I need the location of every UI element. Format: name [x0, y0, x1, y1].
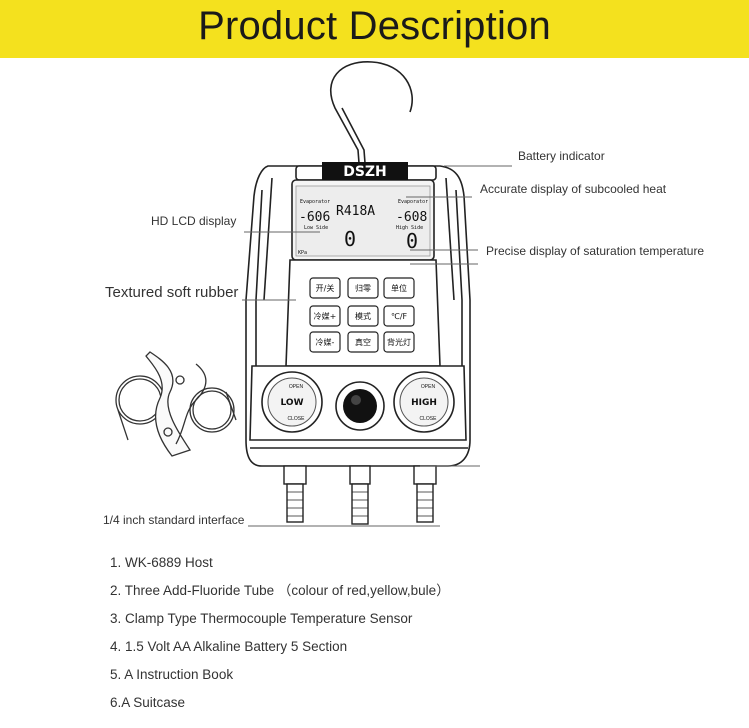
keypad-button-label: 冷媒+ [314, 311, 337, 321]
callout-lines [242, 165, 512, 527]
keypad-button[interactable]: 单位 [383, 277, 415, 299]
low-knob[interactable]: LOW OPEN CLOSE [261, 371, 323, 433]
title-banner: Product Description [0, 0, 749, 58]
keypad-button[interactable]: 开/关 [309, 277, 341, 299]
callout-rubber: Textured soft rubber [105, 284, 239, 301]
callout-subcooled: Accurate display of subcooled heat [480, 182, 667, 196]
brand-logo: DSZH [343, 164, 387, 180]
lcd-right-center: 0 [406, 229, 418, 253]
keypad-button[interactable]: 归零 [347, 277, 379, 299]
keypad-button-label: 模式 [355, 311, 371, 321]
callout-hd-lcd: HD LCD display [151, 214, 237, 228]
keypad-button-label: 背光灯 [387, 337, 411, 347]
svg-text:OPEN: OPEN [289, 384, 304, 390]
keypad-button[interactable]: 背光灯 [383, 331, 415, 353]
svg-text:CLOSE: CLOSE [288, 416, 306, 422]
package-contents-list: 1. WK-6889 Host 2. Three Add-Fluoride Tu… [110, 553, 450, 721]
svg-text:Evaporator: Evaporator [398, 199, 428, 205]
svg-text:HIGH: HIGH [411, 398, 437, 408]
list-item: 2. Three Add-Fluoride Tube （colour of re… [110, 583, 450, 598]
brand-plate [322, 162, 408, 180]
keypad-button[interactable]: ℃/F [383, 305, 415, 327]
keypad-button[interactable]: 冷媒+ [309, 305, 341, 327]
list-item: 3. Clamp Type Thermocouple Temperature S… [110, 611, 413, 626]
callout-battery-indicator: Battery indicator [518, 149, 605, 163]
clamp-sensors [115, 351, 237, 457]
lcd-refrigerant: R418A [336, 204, 375, 219]
manifold-gauge-illustration: DSZH Evaporator Evaporator -606 R418A -6… [115, 61, 512, 527]
svg-text:LOW: LOW [281, 398, 304, 408]
keypad-button-label: 归零 [355, 283, 371, 293]
lcd-left-reading: -606 [299, 210, 330, 225]
svg-text:High Side: High Side [396, 225, 423, 231]
list-item: 4. 1.5 Volt AA Alkaline Battery 5 Sectio… [110, 639, 348, 654]
sight-glass [335, 381, 385, 431]
svg-text:OPEN: OPEN [421, 384, 436, 390]
keypad-button-label: 单位 [391, 283, 407, 293]
list-item: 1. WK-6889 Host [110, 555, 213, 570]
ports [283, 465, 437, 525]
list-item: 5. A Instruction Book [110, 667, 234, 682]
list-item: 6.A Suitcase [110, 695, 186, 710]
page-title: Product Description [198, 4, 551, 48]
callout-interface: 1/4 inch standard interface [103, 513, 245, 527]
keypad-button-label: 冷媒- [316, 337, 335, 347]
svg-text:CLOSE: CLOSE [420, 416, 438, 422]
keypad-button[interactable]: 真空 [347, 331, 379, 353]
keypad-button-label: 开/关 [316, 283, 335, 293]
keypad-button-label: ℃/F [391, 312, 408, 321]
keypad-button[interactable]: 模式 [347, 305, 379, 327]
high-knob[interactable]: HIGH OPEN CLOSE [393, 371, 455, 433]
lcd-screen: Evaporator Evaporator -606 R418A -608 Lo… [295, 185, 431, 257]
keypad-button-label: 真空 [355, 337, 371, 347]
svg-text:KPa: KPa [298, 250, 307, 256]
callout-saturation: Precise display of saturation temperatur… [486, 244, 705, 258]
lcd-right-reading: -608 [396, 210, 427, 225]
keypad-button[interactable]: 冷媒- [309, 331, 341, 353]
svg-text:Low Side: Low Side [304, 225, 328, 231]
lcd-left-center: 0 [344, 227, 356, 251]
svg-text:Evaporator: Evaporator [300, 199, 330, 205]
